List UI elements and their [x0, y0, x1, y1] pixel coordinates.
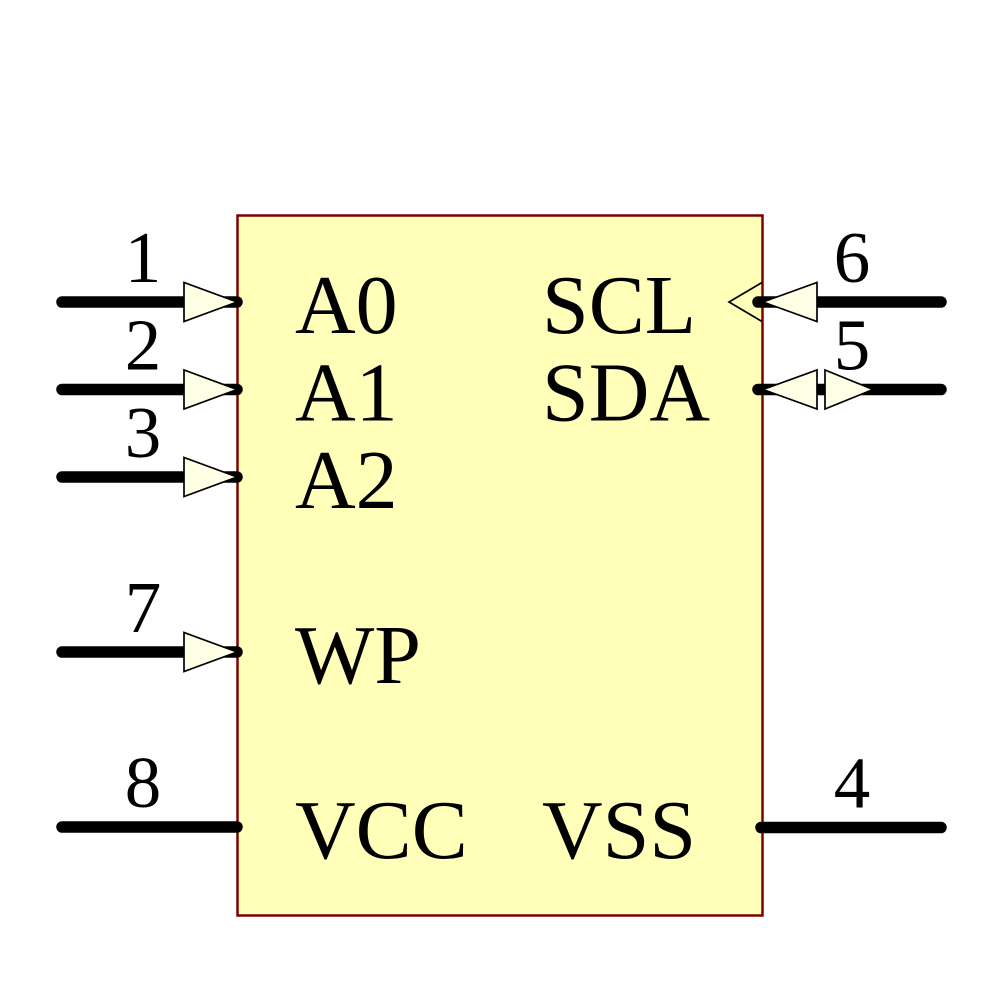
pin-3-a2[interactable]: 3 A2 [56, 392, 398, 527]
pin-7-wp[interactable]: 7 WP [56, 567, 421, 702]
pin-name-label: VSS [542, 784, 696, 877]
pin-number: 7 [125, 567, 162, 648]
pin-name-label: A1 [295, 347, 398, 440]
pin-6-scl[interactable]: 6 SCL [542, 217, 947, 352]
pin-2-a1[interactable]: 2 A1 [56, 305, 398, 440]
bidirectional-arrow-right-icon [824, 368, 876, 411]
clock-mark-icon [727, 281, 763, 323]
input-arrow-icon [183, 456, 240, 498]
pin-number: 1 [125, 217, 162, 298]
pin-name-label: A0 [295, 259, 398, 352]
component-body[interactable] [236, 214, 764, 917]
input-arrow-icon [183, 631, 240, 673]
pin-name-label: VCC [295, 784, 468, 877]
pin-number: 8 [125, 742, 162, 823]
bidirectional-arrow-left-icon [760, 368, 818, 411]
pin-5-sda[interactable]: 5 SDA [542, 305, 947, 440]
input-arrow-icon [760, 281, 818, 323]
input-arrow-icon [183, 281, 240, 323]
pin-name-label: WP [295, 609, 421, 702]
pin-number: 6 [834, 217, 871, 298]
input-arrow-icon [183, 368, 240, 411]
pin-name-label: SDA [542, 347, 710, 440]
pin-1-a0[interactable]: 1 A0 [56, 217, 398, 352]
pin-name-label: SCL [542, 259, 696, 352]
pin-8-vcc[interactable]: 8 VCC [56, 742, 468, 877]
pin-name-label: A2 [295, 434, 398, 527]
pin-number: 3 [125, 392, 162, 473]
pin-4-vss[interactable]: 4 VSS [542, 743, 947, 878]
pin-number: 2 [125, 305, 162, 386]
pin-number: 4 [834, 743, 871, 824]
pin-number: 5 [834, 305, 871, 386]
